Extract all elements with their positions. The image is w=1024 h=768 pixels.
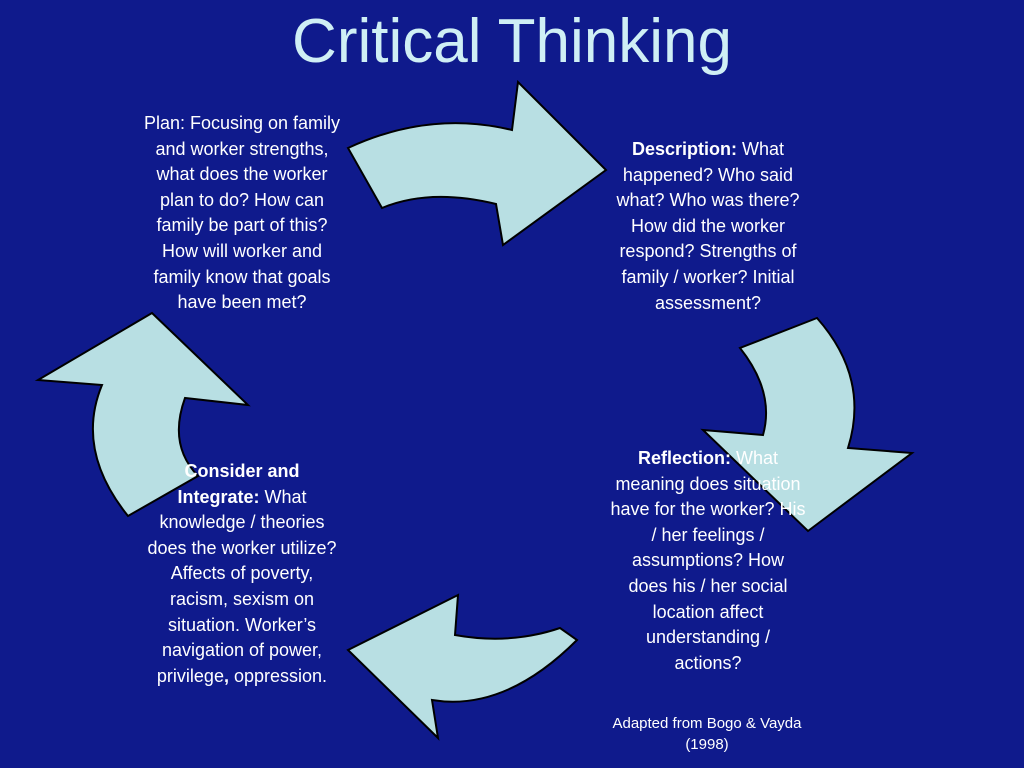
reflection-text: Reflection: What meaning does situation … bbox=[610, 446, 806, 676]
credit-text: Adapted from Bogo & Vayda (1998) bbox=[612, 715, 802, 753]
arrow-right-down bbox=[700, 316, 915, 533]
slide-title: Critical Thinking bbox=[292, 7, 732, 76]
consider-end: oppression. bbox=[234, 665, 328, 686]
consider-heading: Consider and Integrate: bbox=[177, 461, 300, 507]
plan-body: Plan: Focusing on family and worker stre… bbox=[143, 113, 341, 313]
reflection-heading: Reflection: bbox=[637, 448, 731, 468]
arrow-bottom-left bbox=[346, 593, 579, 741]
consider-comma: , bbox=[223, 665, 229, 686]
arrow-top-right bbox=[346, 79, 608, 247]
plan-text: Plan: Focusing on family and worker stre… bbox=[143, 111, 341, 316]
arrow-left-up bbox=[34, 311, 251, 518]
description-body: What happened? Who said what? Who was th… bbox=[616, 139, 800, 313]
consider-text: Consider and Integrate: What knowledge /… bbox=[143, 459, 341, 689]
reflection-body: What meaning does situation have for the… bbox=[610, 448, 806, 673]
description-text: Description: What happened? Who said wha… bbox=[610, 137, 806, 316]
description-heading: Description: bbox=[631, 139, 737, 159]
consider-body: What knowledge / theories does the worke… bbox=[147, 486, 337, 686]
